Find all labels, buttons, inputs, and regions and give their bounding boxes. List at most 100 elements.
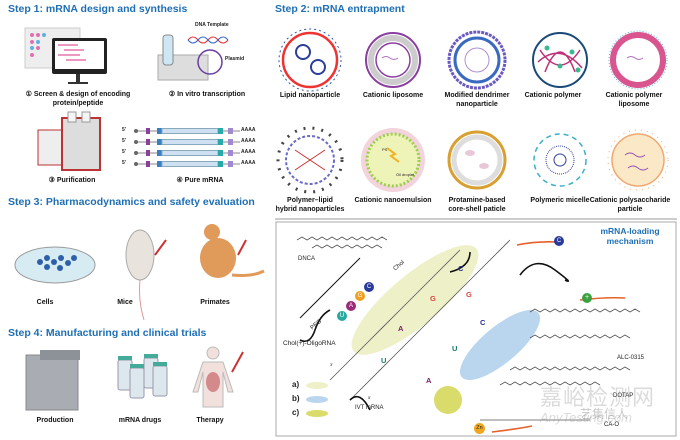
five-prime-label: 5' [368, 395, 371, 400]
pure-mrna-label: ④ Pure mRNA [176, 177, 224, 184]
ca-o-label: CA-O [604, 422, 619, 428]
label-line1: Protamine-based [448, 197, 506, 204]
five-prime-label: 5' [122, 138, 126, 144]
therapy-human-body [192, 346, 244, 408]
label-line2: core-shell paticle [448, 205, 506, 213]
label-line2: nanoparticle [456, 100, 498, 108]
bead-c: C [364, 282, 374, 292]
cationic-liposome [365, 32, 421, 88]
base-g: G [466, 290, 472, 299]
protamine-core-shell-particle [447, 130, 507, 190]
polya-label: AAAA [241, 138, 256, 144]
base-g: G [430, 294, 436, 303]
legend-a: a) [292, 380, 300, 389]
step4-title: Step 4: Manufacturing and clinical trial… [8, 327, 207, 339]
mouse-illustration [125, 229, 167, 321]
five-prime-label: 5' [122, 127, 126, 133]
plasmid-label: Plasmid [225, 56, 245, 62]
cation-bead: + [582, 293, 592, 303]
legend-swatch-a [306, 382, 328, 389]
base-u: U [381, 356, 387, 365]
oil-droplet-label: Oil droplet [396, 172, 415, 177]
cells-petri-dish [14, 246, 96, 284]
watermark-cn: 嘉峪检测网 [540, 386, 656, 411]
mrna-drugs-label: mRNA drugs [118, 417, 162, 424]
label-line1: Modified dendrimer [444, 92, 510, 99]
lipid-nanoparticle [278, 28, 342, 92]
chol-oligorna-label: Chol(+)-OligoRNA [283, 340, 336, 347]
base-a: A [426, 376, 432, 385]
legend-swatch-c [306, 410, 328, 417]
label-line2: liposome [618, 100, 650, 108]
cationic-polysaccharide-particle [607, 129, 669, 191]
watermark-en: AnyTesting.com [540, 410, 633, 425]
label-line1: Cationic polysaccharide [589, 197, 671, 204]
legend-swatch-b [306, 396, 328, 403]
dotap-label: DOTAP [613, 393, 634, 399]
rna-backbones [299, 251, 570, 411]
dnca-label: DNCA [298, 256, 316, 262]
bead-g: G [355, 291, 365, 301]
base-c: C [480, 318, 486, 327]
base-c: C [458, 264, 464, 273]
legend-c: c) [292, 408, 300, 417]
primate-illustration [200, 224, 265, 278]
polya-label: AAAA [241, 149, 256, 155]
step3-title: Step 3: Pharmacodynamics and safety eval… [8, 196, 255, 208]
carrier-label: Lipid nanoparticle [279, 92, 341, 99]
label-line1: Cationic polymer [605, 92, 663, 99]
purification-label: ③ Purification [48, 177, 96, 184]
label-line2: protein/peptide [52, 99, 104, 107]
polymer-lipid-hybrid-nanoparticle [276, 126, 344, 194]
purification-illustration [37, 111, 101, 171]
carrier-label: Polymeric micelle [530, 197, 590, 204]
lipid-chains [296, 236, 641, 421]
mechanism-box [275, 221, 677, 437]
alc-0315-label: ALC-0315 [617, 355, 645, 361]
watermark: 嘉峪检测网 AnyTesting.com [540, 380, 655, 425]
label-line1: ① Screen & design of encoding [25, 91, 131, 98]
cationic-polymer-liposome [608, 30, 668, 90]
screen-design-illustration [24, 27, 107, 84]
production-label: Production [36, 417, 74, 424]
ps-label: PS [382, 147, 388, 152]
polya-label: AAAA [241, 160, 256, 166]
cationic-polymer [532, 32, 588, 88]
production-machine [25, 350, 80, 411]
carrier-label: Cationic liposome [362, 92, 424, 99]
legend-b: b) [292, 394, 300, 403]
pure-mrna-strands [133, 128, 241, 168]
base-u: U [452, 344, 458, 353]
three-prime-label: 3' [330, 362, 333, 367]
polymeric-micelle [533, 133, 587, 187]
label-line1: Polymer–lipid [287, 197, 333, 204]
anion-bead: C [554, 236, 564, 246]
carrier-label: Cationic polymer [524, 92, 582, 99]
watermark-other: 艺集信人 [580, 407, 629, 421]
five-prime-label: 5' [122, 149, 126, 155]
bead-a: A [346, 301, 356, 311]
label-line2: particle [617, 205, 643, 213]
mechanism-highlights [351, 245, 541, 414]
base-a: A [398, 324, 404, 333]
mechanism-title: mRNA-loading mechanism [600, 226, 660, 246]
mice-label: Mice [117, 299, 133, 306]
carrier-label: Cationic nanoemulsion [354, 197, 432, 204]
zinc-bead: Zn [474, 423, 485, 434]
in-vitro-transcription-label: ② In vitro transcription [168, 91, 246, 98]
therapy-label: Therapy [196, 417, 224, 424]
mrna-drug-vials [117, 354, 168, 399]
dna-template-label: DNA Template [195, 22, 229, 28]
polya-label: AAAA [241, 127, 256, 133]
cationic-nanoemulsion [361, 128, 425, 192]
modified-dendrimer-nanoparticle [447, 30, 507, 90]
label-line2: hybrid nanoparticles [275, 205, 345, 213]
